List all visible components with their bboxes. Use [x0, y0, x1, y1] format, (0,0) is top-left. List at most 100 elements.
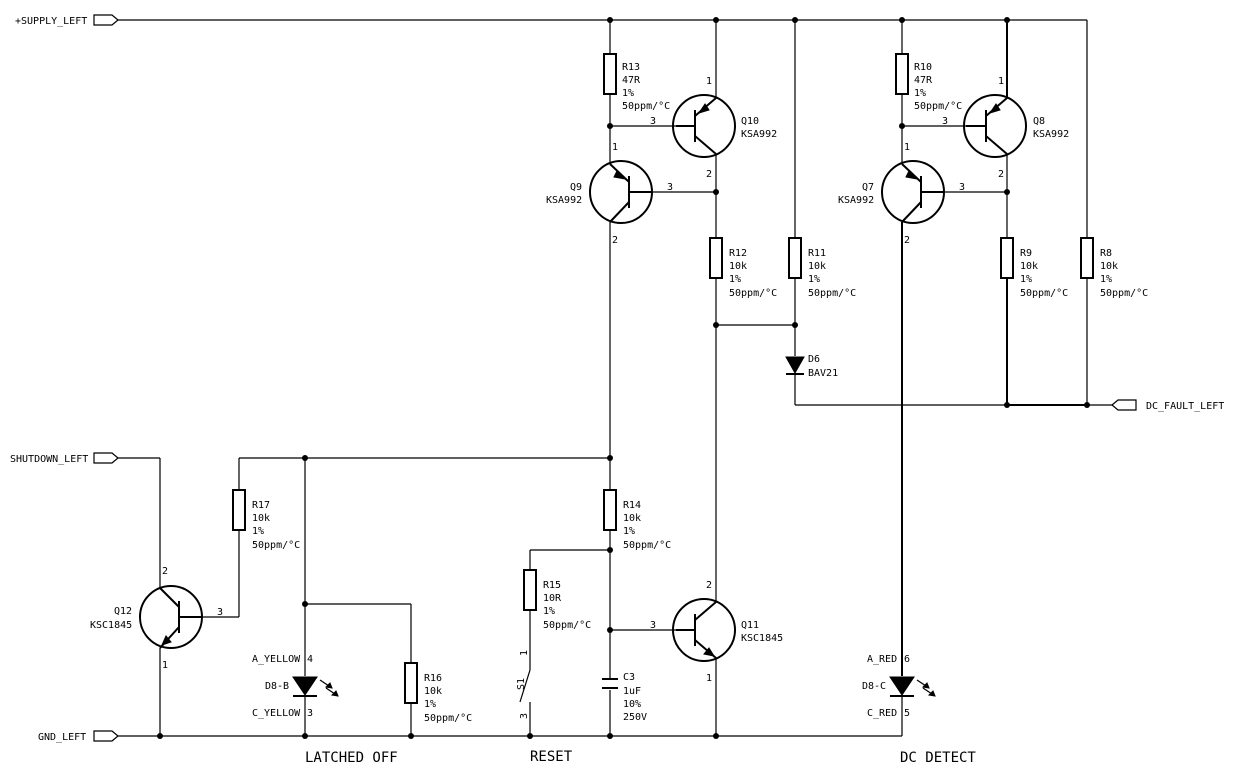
- d8c-pin-c: 5: [904, 708, 910, 719]
- q9-value: KSA992: [546, 195, 582, 206]
- r16-ref: R16: [424, 673, 442, 684]
- r17-tol: 1%: [252, 526, 264, 537]
- resistor-r15: R15 10R 1% 50ppm/°C: [523, 569, 591, 631]
- r14-ref: R14: [623, 500, 641, 511]
- d8b-cathode-label: C_YELLOW: [252, 708, 301, 719]
- r15-tc: 50ppm/°C: [543, 620, 591, 631]
- d6-ref: D6: [808, 354, 820, 365]
- transistor-q8: 1 3 2 Q8 KSA992: [942, 76, 1069, 180]
- resistor-r11: R11 10k 1% 50ppm/°C: [788, 237, 856, 299]
- q9-pin-1: 1: [612, 142, 618, 153]
- transistor-q10: 1 3 2 Q10 KSA992: [650, 76, 777, 180]
- q11-ref: Q11: [741, 620, 759, 631]
- resistor-r8: R8 10k 1% 50ppm/°C: [1080, 237, 1148, 299]
- d8b-ref: D8-B: [265, 681, 289, 692]
- r13-value: 47R: [622, 75, 641, 86]
- wires: [118, 19, 1112, 737]
- r17-ref: R17: [252, 500, 270, 511]
- q10-ref: Q10: [741, 116, 759, 127]
- r13-tol: 1%: [622, 88, 634, 99]
- r14-tol: 1%: [623, 526, 635, 537]
- q10-pin-3: 3: [650, 116, 656, 127]
- q7-pin-2: 2: [904, 235, 910, 246]
- d8c-anode-label: A_RED: [867, 654, 897, 665]
- r10-ref: R10: [914, 62, 932, 73]
- q7-pin-3: 3: [959, 182, 965, 193]
- capacitor-c3: C3 1uF 10% 250V: [602, 672, 647, 723]
- c3-value: 1uF: [623, 686, 641, 697]
- q9-pin-3: 3: [667, 182, 673, 193]
- resistor-r16: R16 10k 1% 50ppm/°C: [404, 662, 472, 724]
- resistor-r17: R17 10k 1% 50ppm/°C: [232, 489, 300, 551]
- transistor-q12: 2 3 1 Q12 KSC1845: [90, 566, 223, 671]
- r14-tc: 50ppm/°C: [623, 540, 671, 551]
- r12-tc: 50ppm/°C: [729, 288, 777, 299]
- r9-tc: 50ppm/°C: [1020, 288, 1068, 299]
- section-latched-off: LATCHED OFF: [305, 750, 398, 766]
- d8c-cathode-label: C_RED: [867, 708, 897, 719]
- r15-tol: 1%: [543, 606, 555, 617]
- r16-tc: 50ppm/°C: [424, 713, 472, 724]
- d8c-pin-a: 6: [904, 654, 910, 665]
- d8b-anode-label: A_YELLOW: [252, 654, 301, 665]
- section-reset: RESET: [530, 749, 573, 765]
- port-gnd: GND_LEFT: [38, 730, 119, 743]
- r15-value: 10R: [543, 593, 562, 604]
- r9-tol: 1%: [1020, 274, 1032, 285]
- d8c-ref: D8-C: [862, 681, 886, 692]
- d8b-pin-a: 4: [307, 654, 313, 665]
- q8-value: KSA992: [1033, 129, 1069, 140]
- transistor-q9: 1 3 2 Q9 KSA992: [546, 142, 673, 246]
- c3-volt: 250V: [623, 712, 647, 723]
- port-shutdown: SHUTDOWN_LEFT: [10, 452, 119, 465]
- port-gnd-label: GND_LEFT: [38, 732, 86, 743]
- diode-d6: D6 BAV21: [785, 354, 838, 379]
- q10-value: KSA992: [741, 129, 777, 140]
- c3-tol: 10%: [623, 699, 641, 710]
- port-dc-fault: DC_FAULT_LEFT: [1111, 399, 1224, 412]
- resistor-r10: R10 47R 1% 50ppm/°C: [895, 53, 962, 112]
- q9-ref: Q9: [570, 182, 582, 193]
- r8-ref: R8: [1100, 248, 1112, 259]
- q12-pin-2: 2: [162, 566, 168, 577]
- r12-value: 10k: [729, 261, 747, 272]
- r10-value: 47R: [914, 75, 933, 86]
- q12-pin-1: 1: [162, 660, 168, 671]
- r11-ref: R11: [808, 248, 826, 259]
- r12-tol: 1%: [729, 274, 741, 285]
- r17-tc: 50ppm/°C: [252, 540, 300, 551]
- r14-value: 10k: [623, 513, 641, 524]
- r11-value: 10k: [808, 261, 826, 272]
- s1-pin-1: 1: [519, 650, 530, 656]
- resistor-r12: R12 10k 1% 50ppm/°C: [709, 237, 777, 299]
- r11-tol: 1%: [808, 274, 820, 285]
- r17-value: 10k: [252, 513, 270, 524]
- r9-value: 10k: [1020, 261, 1038, 272]
- q8-ref: Q8: [1033, 116, 1045, 127]
- r13-tc: 50ppm/°C: [622, 101, 670, 112]
- r13-ref: R13: [622, 62, 640, 73]
- r9-ref: R9: [1020, 248, 1032, 259]
- port-dc-fault-label: DC_FAULT_LEFT: [1146, 401, 1224, 412]
- q11-value: KSC1845: [741, 633, 783, 644]
- port-supply-label: +SUPPLY_LEFT: [15, 16, 87, 27]
- transistor-q7: 1 3 2 Q7 KSA992: [838, 142, 965, 246]
- resistor-r14: R14 10k 1% 50ppm/°C: [603, 489, 671, 551]
- q11-pin-3: 3: [650, 620, 656, 631]
- q11-pin-2: 2: [706, 580, 712, 591]
- s1-pin-3: 3: [519, 713, 530, 719]
- q7-ref: Q7: [862, 182, 874, 193]
- q12-ref: Q12: [114, 606, 132, 617]
- q8-pin-2: 2: [998, 169, 1004, 180]
- d8b-pin-c: 3: [307, 708, 313, 719]
- r8-tol: 1%: [1100, 274, 1112, 285]
- c3-ref: C3: [623, 672, 635, 683]
- junctions: [157, 17, 1090, 739]
- r8-value: 10k: [1100, 261, 1118, 272]
- r12-ref: R12: [729, 248, 747, 259]
- q12-pin-3: 3: [217, 607, 223, 618]
- r16-value: 10k: [424, 686, 442, 697]
- r16-tol: 1%: [424, 699, 436, 710]
- r15-ref: R15: [543, 580, 561, 591]
